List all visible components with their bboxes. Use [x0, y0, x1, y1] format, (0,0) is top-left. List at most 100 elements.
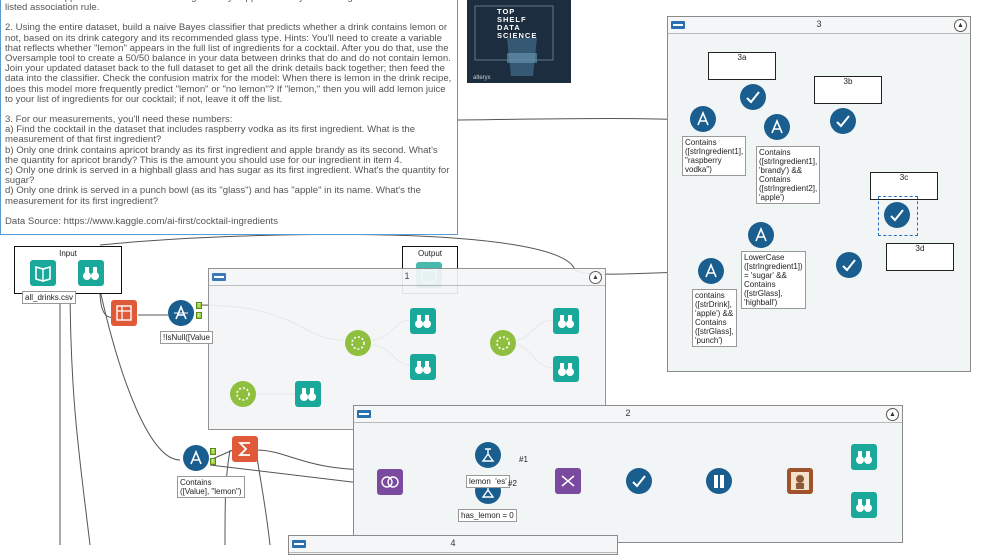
container-4[interactable]: 4	[288, 535, 618, 555]
alteryx-logo: alteryx	[473, 75, 491, 81]
filter-lemon-label: Contains ([Value], "lemon")	[177, 476, 245, 498]
sample-tool-1[interactable]	[345, 330, 371, 356]
binoculars-icon	[856, 451, 872, 464]
filter-icon	[190, 449, 202, 465]
container-icon	[212, 273, 226, 281]
filter-tool-3a[interactable]	[690, 106, 716, 132]
cocktail-glass-illustration	[467, 0, 571, 83]
crosstab-icon	[116, 305, 132, 321]
collapse-icon[interactable]: ▲	[886, 408, 899, 421]
filter-3a-label: Contains ([strIngredient1], "raspberry v…	[682, 136, 747, 176]
false-anchor[interactable]: F	[210, 458, 216, 465]
input-file-label: all_drinks.csv	[22, 291, 77, 304]
checkmark-icon	[842, 259, 856, 272]
result-box-3c-label: 3c	[899, 173, 909, 182]
false-anchor[interactable]: F	[196, 312, 202, 319]
formula-icon	[481, 448, 495, 462]
binoculars-icon	[83, 267, 99, 280]
container-3-caption: 3	[816, 19, 822, 29]
checkmark-icon	[746, 91, 760, 104]
container-2-caption: 2	[625, 408, 631, 418]
true-anchor[interactable]: T	[196, 302, 202, 309]
union-input-2-marker: #2	[508, 479, 517, 488]
result-box-3d[interactable]: 3d	[886, 243, 954, 271]
sample-icon	[236, 387, 250, 401]
true-anchor[interactable]: T	[210, 448, 216, 455]
output-box-caption: Output	[417, 249, 442, 258]
select-tool-3c[interactable]	[884, 202, 910, 228]
binoculars-icon	[558, 363, 574, 376]
filter-tool-3c[interactable]	[748, 222, 774, 248]
binoculars-icon	[856, 499, 872, 512]
collapse-icon[interactable]: ▲	[954, 19, 967, 32]
checkmark-icon	[836, 115, 850, 128]
union-tool[interactable]	[555, 468, 581, 494]
summarize-icon	[237, 442, 250, 456]
browse-tool-c2-a[interactable]	[851, 444, 877, 470]
sample-icon	[351, 336, 365, 350]
select-tool[interactable]	[626, 468, 652, 494]
container-1-header[interactable]: 1 ▲	[209, 269, 605, 286]
comment-paragraph-2: 3. For our measurements, you'll need the…	[5, 114, 450, 207]
filter-tool-isnull[interactable]	[168, 300, 194, 326]
selection-outline	[878, 196, 918, 236]
filter-icon	[705, 262, 717, 278]
filter-3c-label: LowerCase ([strIngredient1]) = 'sugar' &…	[741, 251, 806, 309]
result-box-3a-label: 3a	[737, 53, 747, 62]
formula-tool-1[interactable]	[475, 442, 501, 468]
binoculars-icon	[300, 388, 316, 401]
select-tool-3a[interactable]	[740, 84, 766, 110]
checkmark-icon	[632, 475, 646, 488]
container-1[interactable]: 1 ▲	[208, 268, 606, 430]
sample-tool-2[interactable]	[490, 330, 516, 356]
browse-tool-c1-d[interactable]	[553, 356, 579, 382]
select-tool-3b[interactable]	[830, 108, 856, 134]
formula-has-lemon-0-label: has_lemon = 0	[458, 509, 517, 522]
filter-isnull-label: !IsNull([Value	[160, 331, 213, 344]
container-3-header[interactable]: 3 ▲	[668, 17, 970, 34]
select-tool-3d[interactable]	[836, 252, 862, 278]
book-icon	[35, 265, 51, 282]
comment-paragraph-1: 2. Using the entire dataset, build a nai…	[5, 22, 455, 105]
filter-tool-3b[interactable]	[764, 114, 790, 140]
filter-icon	[697, 110, 709, 126]
container-4-caption: 4	[450, 538, 456, 548]
result-box-3b-label: 3b	[843, 77, 853, 86]
filter-icon	[174, 304, 188, 320]
naive-bayes-tool[interactable]	[787, 468, 813, 494]
sample-tool-3[interactable]	[230, 381, 256, 407]
browse-tool-c1-b[interactable]	[410, 354, 436, 380]
container-2-header[interactable]: 2 ▲	[354, 406, 902, 423]
filter-3b-label: Contains ([strIngredient1], 'brandy') &&…	[756, 146, 821, 204]
instructions-comment[interactable]: a minimum support of 0.01. Sort the resu…	[0, 0, 458, 235]
join-icon	[381, 476, 399, 488]
crosstab-tool[interactable]	[111, 300, 137, 326]
container-icon	[671, 21, 685, 29]
container-icon	[357, 410, 371, 418]
filter-icon	[755, 226, 767, 242]
input-box-caption: Input	[59, 249, 77, 258]
naive-bayes-icon	[791, 472, 809, 490]
browse-tool-input[interactable]	[78, 260, 104, 286]
input-data-tool[interactable]	[30, 260, 56, 286]
sample-icon	[496, 336, 510, 350]
browse-tool-c2-b[interactable]	[851, 492, 877, 518]
summarize-tool[interactable]	[232, 436, 258, 462]
browse-tool-c1-e[interactable]	[295, 381, 321, 407]
union-icon	[561, 475, 575, 487]
join-tool[interactable]	[377, 469, 403, 495]
filter-tool-lemon[interactable]	[183, 445, 209, 471]
filter-3d-label: contains ([strDrink], 'apple') && Contai…	[692, 289, 737, 347]
browse-tool-c1-c[interactable]	[553, 308, 579, 334]
filter-tool-3d[interactable]	[698, 258, 724, 284]
result-box-3b[interactable]: 3b	[814, 76, 882, 104]
comment-paragraph-0: a minimum support of 0.01. Sort the resu…	[5, 0, 437, 14]
oversample-tool[interactable]	[706, 468, 732, 494]
browse-tool-c1-a[interactable]	[410, 308, 436, 334]
result-box-3c[interactable]: 3c	[870, 172, 938, 200]
result-box-3a[interactable]: 3a	[708, 52, 776, 80]
collapse-icon[interactable]: ▲	[589, 271, 602, 284]
container-icon	[292, 540, 306, 548]
binoculars-icon	[558, 315, 574, 328]
